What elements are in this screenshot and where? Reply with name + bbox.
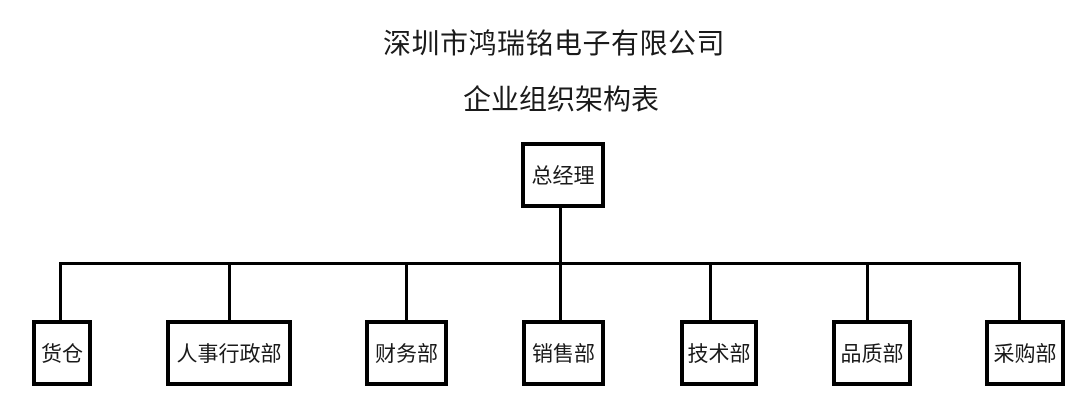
connector-stub-technology bbox=[709, 262, 712, 320]
node-sales-label: 销售部 bbox=[532, 342, 595, 366]
node-technology: 技术部 bbox=[680, 320, 758, 386]
connector-stub-warehouse bbox=[59, 262, 62, 320]
connector-root-vertical bbox=[559, 206, 562, 264]
node-warehouse-label: 货仓 bbox=[41, 342, 83, 366]
node-quality-label: 品质部 bbox=[840, 342, 904, 366]
node-purchasing: 采购部 bbox=[985, 320, 1065, 386]
node-general-manager-label: 总经理 bbox=[531, 164, 595, 188]
connector-horizontal-trunk bbox=[59, 262, 1021, 265]
connector-stub-finance bbox=[405, 262, 408, 320]
node-sales: 销售部 bbox=[522, 320, 605, 386]
node-hr-admin-label: 人事行政部 bbox=[176, 342, 282, 366]
company-title: 深圳市鸿瑞铭电子有限公司 bbox=[382, 27, 726, 60]
connector-stub-quality bbox=[866, 262, 869, 320]
node-quality: 品质部 bbox=[832, 320, 912, 386]
node-hr-admin: 人事行政部 bbox=[166, 320, 292, 386]
node-general-manager: 总经理 bbox=[521, 142, 605, 208]
node-warehouse: 货仓 bbox=[32, 320, 92, 386]
node-finance-label: 财务部 bbox=[375, 342, 438, 366]
connector-stub-purchasing bbox=[1018, 262, 1021, 320]
chart-subtitle: 企业组织架构表 bbox=[462, 83, 660, 116]
connector-stub-sales bbox=[559, 262, 562, 320]
node-purchasing-label: 采购部 bbox=[993, 342, 1057, 366]
node-finance: 财务部 bbox=[365, 320, 448, 386]
node-technology-label: 技术部 bbox=[687, 342, 751, 366]
connector-stub-hr-admin bbox=[228, 262, 231, 320]
